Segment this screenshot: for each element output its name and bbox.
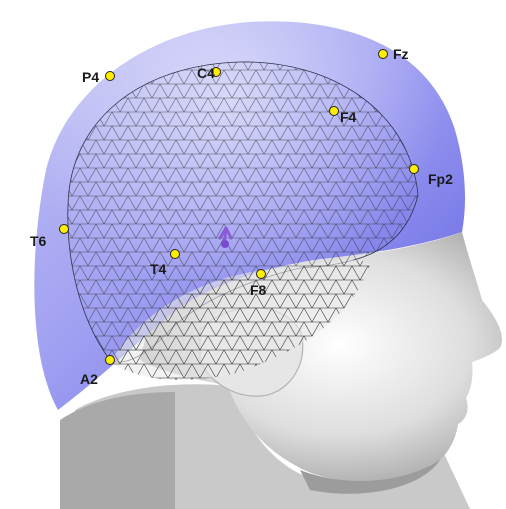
electrode-label: Fp2 [428, 171, 453, 187]
electrode-label: T4 [150, 261, 167, 277]
electrode-label: C4 [197, 65, 215, 81]
electrode-label: F8 [250, 282, 267, 298]
electrode-marker [106, 72, 115, 81]
electrode-marker [330, 107, 339, 116]
electrode-marker [171, 250, 180, 259]
electrode-label: P4 [82, 69, 99, 85]
electrode-label: Fz [393, 46, 409, 62]
electrode-marker [379, 50, 388, 59]
electrode-marker [60, 225, 69, 234]
electrode-marker [410, 165, 419, 174]
electrode-marker [106, 356, 115, 365]
electrode-label: A2 [80, 371, 98, 387]
electrode-label: T6 [30, 233, 47, 249]
electrode-marker [257, 270, 266, 279]
electrode-label: F4 [340, 109, 357, 125]
